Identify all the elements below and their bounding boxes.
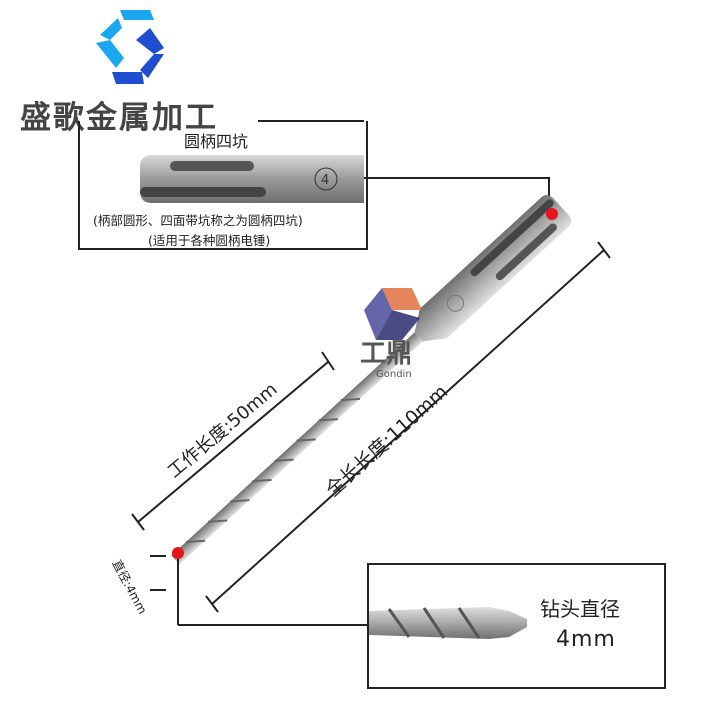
shank-closeup-image: 4: [140, 155, 364, 203]
tip-label: 钻头直径: [540, 597, 620, 621]
watermark-name: 工鼎: [360, 339, 413, 369]
brand-logo-icon: [96, 10, 164, 84]
tip-value: 4mm: [556, 627, 616, 652]
shank-note-1: (柄部圆形、四面带坑称之为圆柄四坑): [93, 213, 303, 228]
leader-line-v: [548, 177, 550, 212]
leader-line: [364, 177, 550, 179]
shank-marker: [546, 208, 558, 220]
watermark-sub: Gondin: [376, 369, 412, 380]
watermark-logo-icon: [364, 288, 422, 340]
callout-top-line: [258, 120, 364, 122]
tip-marker: [172, 547, 184, 559]
tip-callout-box: [367, 563, 666, 689]
brand-name: 盛歌金属加工: [20, 100, 218, 136]
shank-note-2: (适用于各种圆柄电锤): [148, 233, 271, 248]
shank-title: 圆柄四坑: [184, 132, 249, 151]
bit-mark: 4: [321, 173, 329, 188]
tip-closeup-image: [369, 607, 527, 639]
shank-callout-box: [78, 121, 368, 250]
